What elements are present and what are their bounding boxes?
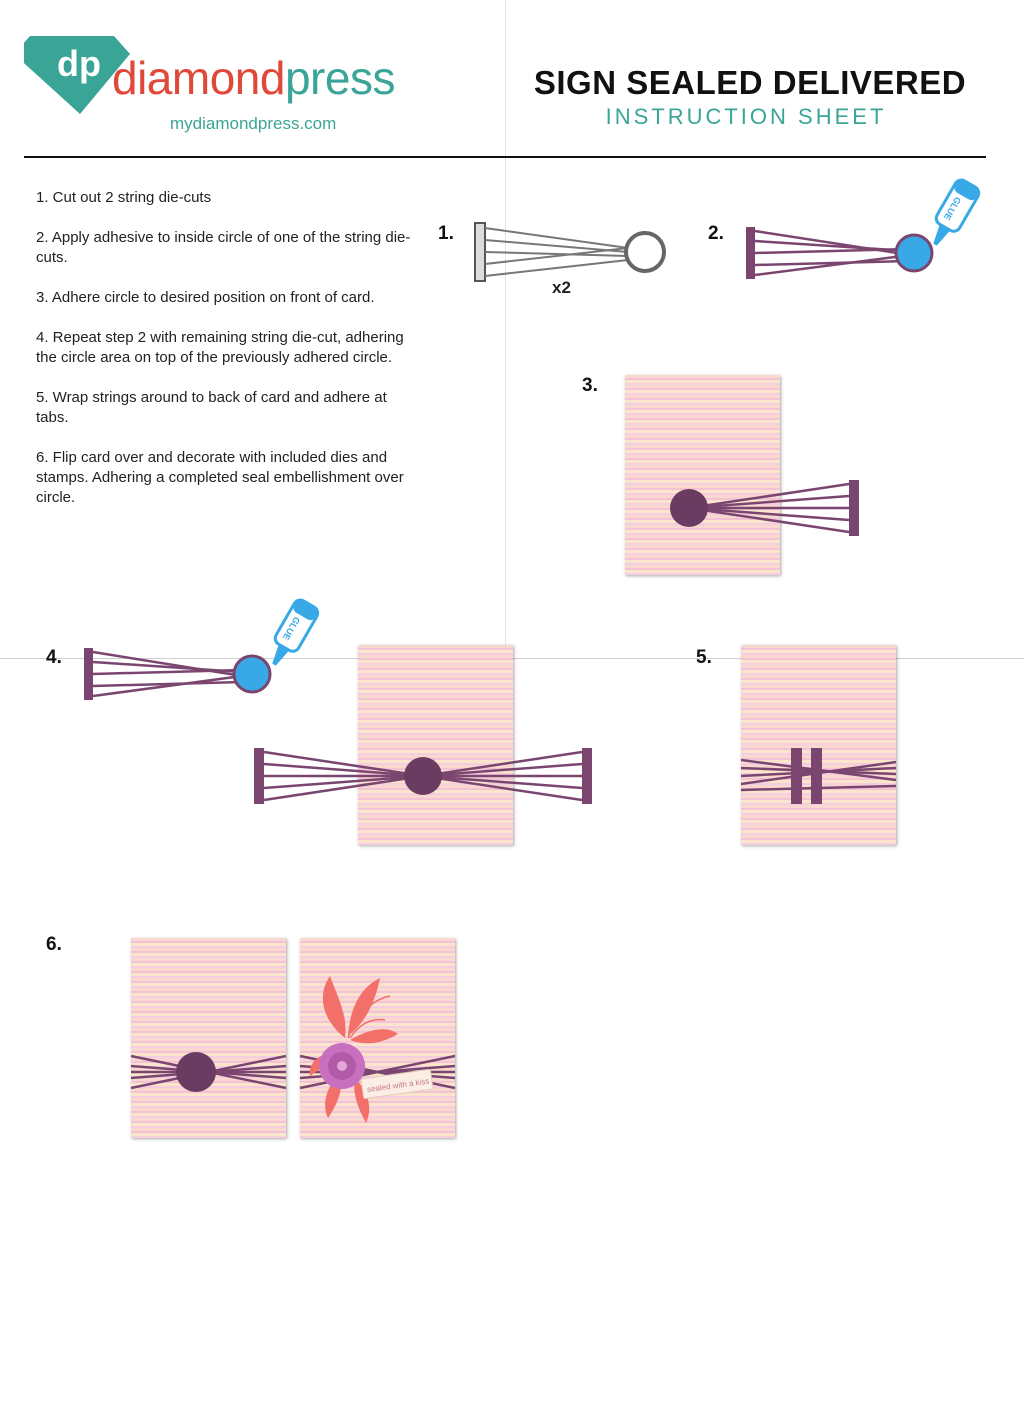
sentiment-banner [360,1068,434,1100]
card-step-5-back [741,645,896,845]
instruction-item: 4. Repeat step 2 with remaining string d… [36,329,404,366]
flower-stems-icon [347,995,391,1039]
string-die-cut-glue-step-4: GLUE [84,598,320,700]
string-die-cut-outline [474,222,666,282]
card-step-4 [358,645,513,845]
step-number-5: 5. [696,647,712,668]
card-step-6-front [131,938,286,1138]
step-number-1: 1. [438,223,454,244]
instruction-list: 1. Cut out 2 string die-cuts 2. Apply ad… [36,188,411,528]
glue-bottle-icon: GLUE [272,598,320,666]
string-on-card-step-3 [670,480,859,536]
quantity-label: x2 [552,278,571,297]
card-step-3 [625,375,780,575]
fold-line-vertical [505,0,506,660]
brand-name-press: press [284,52,395,104]
string-die-cut-glue: GLUE [746,178,981,279]
instruction-item: 1. Cut out 2 string die-cuts [36,189,212,206]
decorated-card-embellishment: sealed with a kiss [299,976,456,1123]
step-number-3: 3. [582,375,598,396]
page-title: SIGN SEALED DELIVERED [533,64,967,101]
double-string-on-card-step-4 [254,748,592,804]
glue-bottle-icon: GLUE [933,178,981,246]
brand-name-diamond: diamond [112,52,285,104]
instruction-item: 5. Wrap strings around to back of card a… [36,389,387,426]
diamond-logo-icon: dp [24,36,130,114]
seal-strings-step-6 [130,1052,287,1092]
step-number-4: 4. [46,647,62,668]
wrapped-strings-step-5 [740,748,897,804]
header-divider [24,156,986,158]
brand-name: diamondpress [112,50,395,106]
instruction-item: 2. Apply adhesive to inside circle of on… [36,229,411,266]
instruction-item: 6. Flip card over and decorate with incl… [36,449,404,506]
brand-url[interactable]: mydiamondpress.com [170,114,337,133]
step-number-6: 6. [46,934,62,955]
step-number-2: 2. [708,223,724,244]
page-subtitle: INSTRUCTION SHEET [605,104,887,129]
instruction-item: 3. Adhere circle to desired position on … [36,289,375,306]
svg-text:dp: dp [57,43,101,84]
